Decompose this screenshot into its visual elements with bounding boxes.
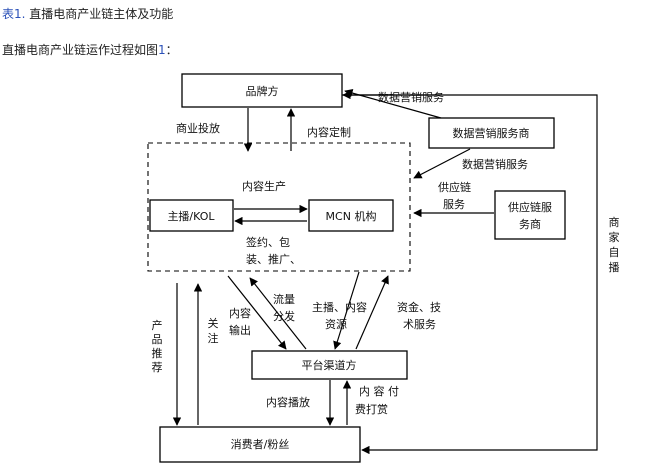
figure-intro-suffix: ： — [165, 43, 178, 57]
sign-package-label-2: 装、推广、 — [246, 252, 301, 266]
follow-label-2: 注 — [208, 331, 219, 345]
commercial-investment-label: 商业投放 — [176, 121, 220, 135]
figure-ref-link[interactable]: 1 — [158, 43, 166, 57]
content-pay-label-2: 费打赏 — [355, 402, 388, 416]
mcn-label: MCN 机构 — [326, 209, 377, 223]
platform-box — [251, 350, 408, 380]
table-caption-title: 直播电商产业链主体及功能 — [25, 7, 174, 21]
content-pay-label-1: 内 容 付 — [359, 384, 399, 398]
anchor-content-resource-label-1: 主播、内容 — [312, 300, 367, 314]
data-marketing-mid-label: 数据营销服务 — [462, 157, 528, 171]
anchor-content-resource-label-2: 资源 — [325, 317, 347, 331]
supply-chain-service-label-1: 供应链 — [438, 180, 471, 194]
supply-chain-provider-label-1: 供应链服 — [508, 200, 552, 214]
content-output-arrow — [227, 275, 287, 350]
consumer-box — [159, 426, 361, 463]
brand-label: 品牌方 — [246, 84, 279, 98]
content-output-label-2: 输出 — [229, 323, 251, 337]
data-service-provider-label: 数据营销服务商 — [453, 126, 530, 140]
follow-label-1: 关 — [208, 316, 219, 330]
anchor-content-resource-arrow — [333, 271, 360, 350]
content-customization-label: 内容定制 — [307, 125, 351, 139]
merchant-live-label-4: 播 — [609, 260, 620, 274]
fund-tech-service-label-2: 术服务 — [403, 318, 436, 331]
product-recommend-label-2: 品 — [152, 333, 163, 346]
anchor-box — [149, 199, 234, 232]
table-caption: 表1. 直播电商产业链主体及功能 — [2, 5, 173, 22]
product-recommend-label-3: 推 — [152, 346, 163, 360]
mcn-box — [308, 199, 394, 232]
consumer-label: 消费者/粉丝 — [231, 437, 290, 451]
data-service-provider-box — [428, 117, 555, 149]
content-production-label: 内容生产 — [242, 179, 286, 193]
merchant-live-label-1: 商 — [609, 215, 620, 229]
traffic-distribution-label-2: 分发 — [273, 309, 295, 323]
table-caption-prefix: 表1. — [2, 7, 26, 21]
fund-tech-service-label-1: 资金、技 — [397, 300, 441, 314]
merchant-live-label-2: 家 — [609, 230, 620, 244]
content-output-label-1: 内容 — [229, 306, 251, 320]
product-recommend-label-1: 产 — [152, 318, 163, 332]
product-recommend-label-4: 荐 — [152, 361, 163, 374]
content-broadcast-label: 内容播放 — [266, 395, 310, 409]
merchant-live-arrow — [342, 94, 598, 455]
traffic-distribution-arrow — [249, 277, 307, 350]
data-marketing-to-zone-arrow — [413, 148, 471, 179]
anchor-label: 主播/KOL — [167, 209, 215, 223]
sign-package-label-1: 签约、包 — [246, 235, 290, 249]
supply-chain-service-label-2: 服务 — [443, 198, 465, 211]
traffic-distribution-label-1: 流量 — [273, 292, 295, 306]
figure-intro: 直播电商产业链运作过程如图1： — [2, 41, 178, 58]
data-marketing-top-label: 数据营销服务 — [378, 90, 444, 104]
figure-intro-text: 直播电商产业链运作过程如图 — [2, 43, 159, 57]
supply-chain-provider-label-2: 务商 — [519, 217, 541, 231]
content-production-zone — [147, 142, 411, 272]
brand-box — [181, 73, 343, 108]
supply-chain-provider-box — [494, 190, 566, 240]
platform-label: 平台渠道方 — [302, 358, 357, 372]
fund-tech-service-arrow — [355, 275, 389, 350]
merchant-live-label-3: 自 — [609, 246, 620, 259]
